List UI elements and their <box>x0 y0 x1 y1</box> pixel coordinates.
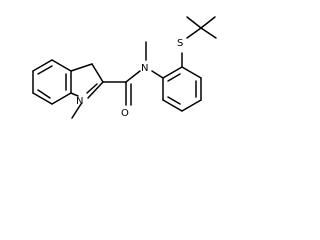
indole-benzene-ring <box>32 59 72 105</box>
indole-n-label: N <box>76 96 83 107</box>
amide-group <box>102 70 141 106</box>
molecule-drawing: N N O S <box>0 0 225 162</box>
phenyl-ring <box>162 66 202 112</box>
sulfur-label: S <box>177 38 183 49</box>
amide-n-label: N <box>141 63 148 74</box>
carbonyl-o-label: O <box>121 108 129 119</box>
structure-svg: N N O S <box>32 16 217 119</box>
indole-pyrrole-ring <box>70 63 104 99</box>
n-phenyl-bond <box>151 70 164 79</box>
tert-butyl-group <box>186 16 217 39</box>
indole-n-methyl-bond <box>71 103 82 119</box>
